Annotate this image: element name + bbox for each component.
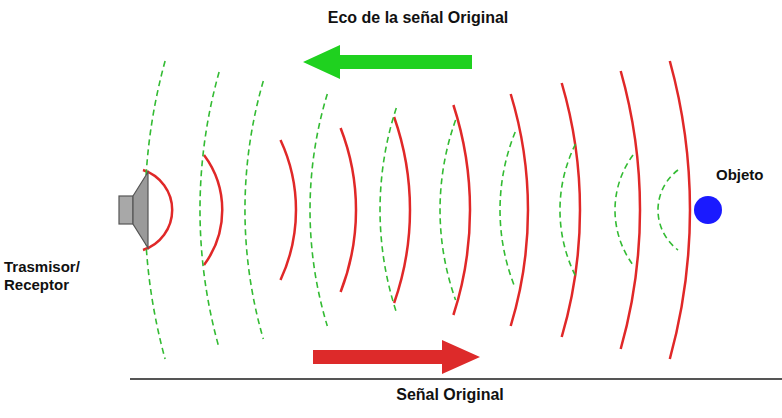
echo-wavefront bbox=[200, 72, 219, 348]
echo-wavefront bbox=[658, 170, 678, 250]
speaker-symbol bbox=[119, 172, 148, 248]
wavefront bbox=[341, 128, 356, 292]
echo-arrow bbox=[303, 45, 472, 79]
transceiver-label: Trasmisor/ Receptor bbox=[4, 258, 104, 294]
echo-wavefront bbox=[560, 144, 576, 276]
wavefront bbox=[394, 117, 410, 303]
wavefront bbox=[453, 105, 470, 315]
object-circle bbox=[694, 196, 722, 224]
echo-wavefronts bbox=[145, 61, 678, 359]
wavefront bbox=[621, 71, 640, 349]
wavefront bbox=[511, 94, 528, 326]
emitted-wavefronts bbox=[143, 61, 690, 359]
echo-wavefront bbox=[440, 120, 456, 300]
baseline-rule bbox=[130, 378, 782, 380]
object-label: Objeto bbox=[716, 166, 764, 184]
echo-wavefront bbox=[245, 81, 263, 339]
echo-wavefront bbox=[500, 132, 515, 288]
echo-title: Eco de la señal Original bbox=[328, 9, 509, 27]
speaker-body bbox=[119, 196, 133, 224]
signal-caption: Señal Original bbox=[396, 386, 504, 404]
wavefront bbox=[670, 61, 690, 359]
wavefront bbox=[281, 140, 296, 280]
echo-wavefront bbox=[380, 108, 396, 312]
echo-wavefront bbox=[615, 155, 633, 265]
wavefront bbox=[204, 155, 222, 265]
signal-arrow bbox=[313, 340, 480, 374]
speaker-cone bbox=[133, 172, 148, 248]
echo-wavefront bbox=[310, 94, 327, 326]
wavefront bbox=[562, 83, 580, 337]
